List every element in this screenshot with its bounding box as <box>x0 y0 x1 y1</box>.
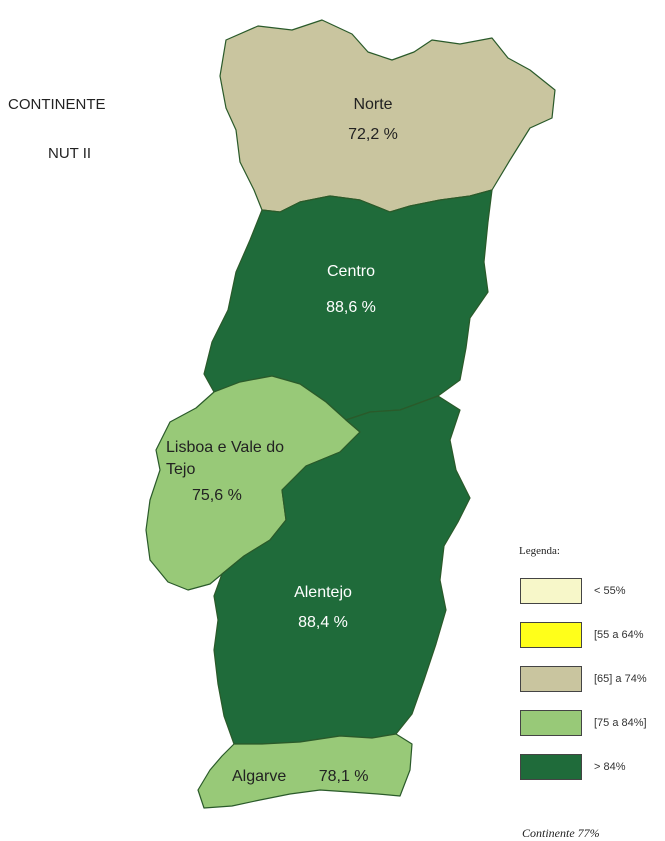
region-name: Centro <box>326 263 376 280</box>
legend-swatch <box>520 754 582 780</box>
region-algarve[interactable] <box>197 733 413 809</box>
legend-label: [55 a 64% <box>594 629 644 641</box>
legend-label: [75 a 84%] <box>594 717 647 729</box>
region-value: 75,6 % <box>192 487 242 504</box>
legend-swatch <box>520 710 582 736</box>
region-name: Algarve <box>232 768 287 785</box>
label-centro: Centro 88,6 % <box>296 261 406 319</box>
legend-swatch <box>520 666 582 692</box>
region-value: 88,4 % <box>298 614 348 631</box>
legend-label: > 84% <box>594 761 626 773</box>
legend-title: Legenda: <box>519 545 560 557</box>
region-centro[interactable] <box>203 189 493 421</box>
region-name: Lisboa e Vale do Tejo <box>166 439 285 478</box>
label-alentejo: Alentejo 88,4 % <box>268 582 378 634</box>
map-heading-line1: CONTINENTE <box>8 96 106 113</box>
region-name: Norte <box>353 96 393 113</box>
map-heading-line2: NUT II <box>48 145 92 162</box>
label-norte: Norte 72,2 % <box>318 94 428 146</box>
region-value: 78,1 % <box>318 768 369 785</box>
region-norte[interactable] <box>219 19 556 213</box>
legend-label: < 55% <box>594 585 626 597</box>
label-lisboa: Lisboa e Vale do Tejo 75,6 % <box>166 437 290 507</box>
region-name: Alentejo <box>294 584 352 601</box>
region-value: 72,2 % <box>348 126 398 143</box>
region-value: 88,6 % <box>326 299 376 316</box>
legend-swatch <box>520 622 582 648</box>
continent-total: Continente 77% <box>522 826 600 840</box>
label-algarve: Algarve 78,1 % <box>232 766 422 788</box>
legend-swatch <box>520 578 582 604</box>
legend-label: [65] a 74% <box>594 673 647 685</box>
